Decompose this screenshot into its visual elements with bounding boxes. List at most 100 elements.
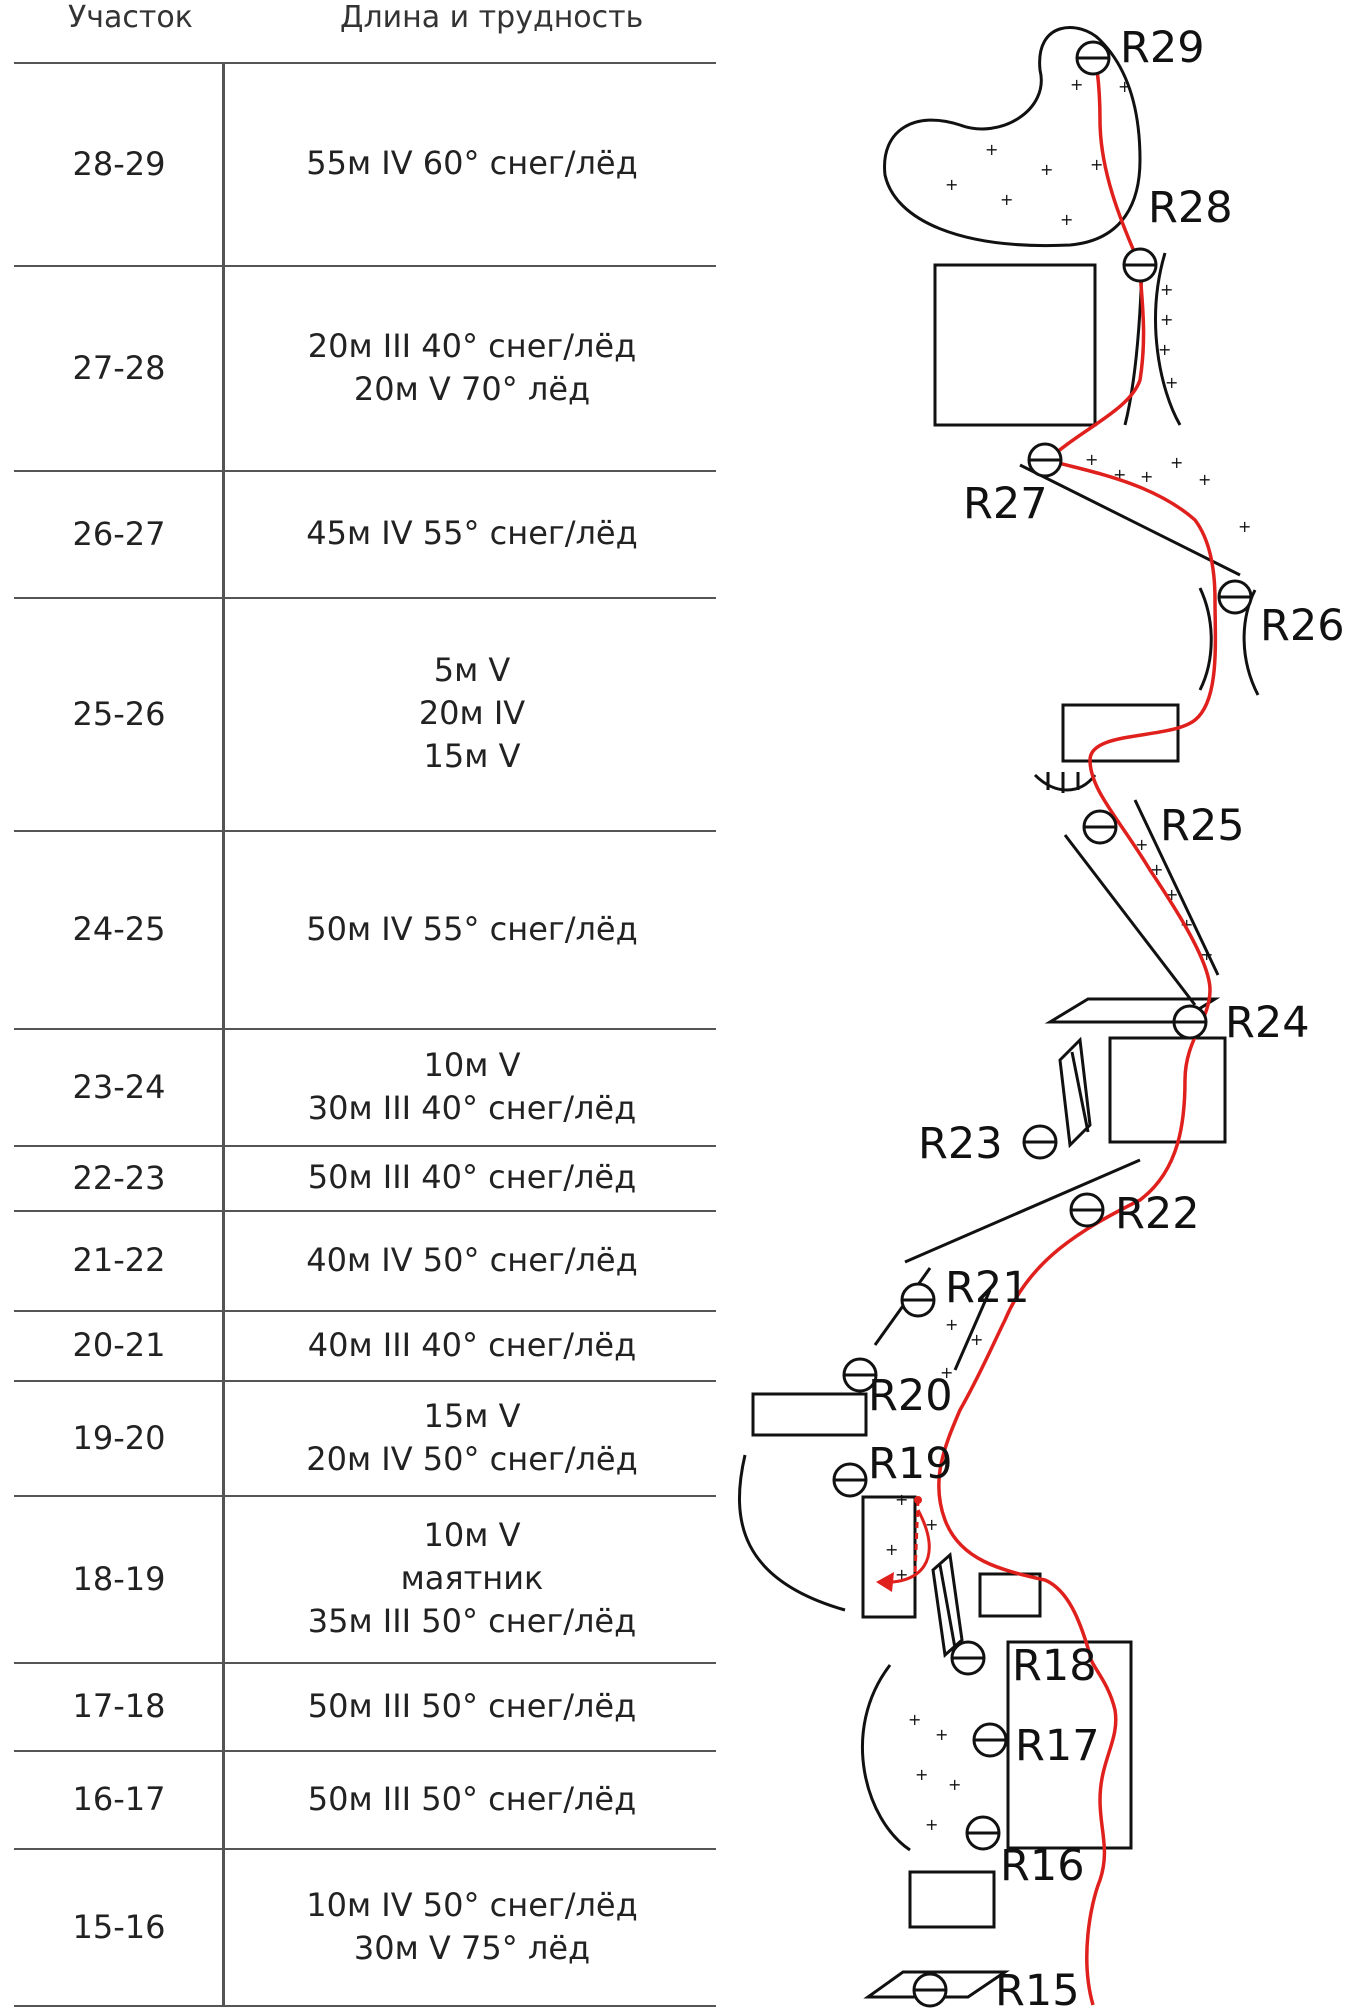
svg-text:+: + — [1070, 75, 1083, 94]
station-label: R27 — [963, 479, 1048, 529]
section-cell: 24-25 — [72, 910, 166, 948]
table-rule — [14, 1848, 716, 1850]
table-rule — [14, 1145, 716, 1147]
length-difficulty-cell: 50м IV 55° снег/лёд — [226, 830, 718, 1028]
length-difficulty-line: 20м V 70° лёд — [353, 369, 591, 408]
svg-text:+: + — [885, 1540, 898, 1559]
length-difficulty-line: 50м III 40° снег/лёд — [307, 1158, 637, 1196]
length-difficulty-line: 40м III 40° снег/лёд — [307, 1325, 637, 1364]
summit-snowfield-outline — [883, 26, 1142, 248]
length-difficulty-line: 10м IV 50° снег/лёд — [306, 1885, 638, 1924]
svg-text:+: + — [940, 1363, 953, 1382]
svg-text:+: + — [925, 1515, 938, 1534]
section-cell: 22-23 — [72, 1158, 166, 1197]
length-difficulty-cell: 50м III 40° снег/лёд — [226, 1145, 718, 1210]
snowfield-edge — [738, 1454, 846, 1612]
rock-block — [751, 1392, 868, 1437]
table-rule — [14, 1750, 716, 1752]
svg-text:+: + — [1085, 450, 1098, 469]
svg-text:+: + — [1000, 190, 1013, 209]
station-label: R19 — [868, 1439, 953, 1489]
dihedral — [931, 1552, 964, 1658]
section-cell: 26-27 — [72, 514, 166, 553]
station-label: R24 — [1225, 998, 1310, 1048]
table-rule — [14, 1662, 716, 1664]
section-cell: 20-21 — [72, 1326, 166, 1364]
rock-block — [1108, 1036, 1227, 1144]
svg-text:+: + — [1090, 155, 1103, 174]
length-difficulty-line: 15м V — [423, 1396, 521, 1435]
length-difficulty-cell: 45м IV 55° снег/лёд — [226, 470, 718, 597]
section-cell: 25-26 — [72, 694, 166, 733]
section-cell: 21-22 — [72, 1241, 166, 1279]
table-rule — [14, 1380, 716, 1382]
svg-text:+: + — [1060, 210, 1073, 229]
length-difficulty-cell: 50м III 50° снег/лёд — [226, 1662, 718, 1750]
station-label: R17 — [1015, 1721, 1100, 1771]
section-cell: 18-19 — [72, 1559, 166, 1598]
chimney-wall — [1198, 587, 1213, 691]
table-rule — [14, 1310, 716, 1312]
snow-marks: ++ +++ +++ ++++ +++ +++ +++ ++ +++ ++++ … — [885, 75, 1251, 1834]
svg-text:+: + — [1118, 77, 1131, 96]
section-cell: 15-16 — [72, 1907, 166, 1946]
section-cell: 19-20 — [72, 1418, 166, 1457]
table-rule — [14, 2005, 716, 2007]
rock-block — [908, 1870, 996, 1929]
svg-text:+: + — [908, 1710, 921, 1729]
svg-text:+: + — [948, 1775, 961, 1794]
length-difficulty-line: 30м III 40° снег/лёд — [307, 1088, 637, 1127]
length-difficulty-line: маятник — [400, 1559, 544, 1597]
header-section: Участок — [68, 0, 193, 35]
svg-text:+: + — [945, 1315, 958, 1334]
section-cell: 16-17 — [72, 1780, 166, 1818]
svg-text:+: + — [985, 140, 998, 159]
svg-text:+: + — [1170, 453, 1183, 472]
route-topo-diagram: ++ +++ +++ ++++ +++ +++ +++ ++ +++ ++++ … — [738, 23, 1345, 2013]
length-difficulty-cell: 55м IV 60° снег/лёд — [226, 62, 718, 265]
icicle-symbol — [1033, 773, 1097, 792]
length-difficulty-cell: 40м III 40° снег/лёд — [226, 1310, 718, 1380]
svg-text:+: + — [1160, 310, 1173, 329]
table-rule — [14, 597, 716, 599]
svg-text:+: + — [915, 1765, 928, 1784]
length-difficulty-line: 50м III 50° снег/лёд — [307, 1779, 637, 1818]
svg-text:+: + — [1160, 280, 1173, 299]
station-label: R26 — [1260, 601, 1345, 651]
station-label: R23 — [918, 1119, 1003, 1169]
svg-text:+: + — [1040, 160, 1053, 179]
station-label: R20 — [868, 1371, 953, 1421]
station-label: R25 — [1160, 801, 1245, 851]
length-difficulty-line: 40м IV 50° снег/лёд — [306, 1240, 638, 1279]
length-difficulty-line: 45м IV 55° снег/лёд — [306, 514, 638, 552]
table-rule — [14, 470, 716, 472]
length-difficulty-cell: 40м IV 50° снег/лёд — [226, 1210, 718, 1310]
column-divider — [222, 62, 225, 2007]
svg-text:+: + — [925, 1815, 938, 1834]
couloir-wall — [1063, 834, 1197, 1006]
section-cell: 23-24 — [72, 1067, 166, 1106]
length-difficulty-line: 50м III 50° снег/лёд — [307, 1686, 637, 1725]
rock-block — [1061, 703, 1180, 763]
svg-text:+: + — [1140, 467, 1153, 486]
length-difficulty-line: 5м V — [433, 651, 511, 689]
svg-text:+: + — [1165, 373, 1178, 392]
svg-text:+: + — [895, 1490, 908, 1509]
svg-text:+: + — [945, 175, 958, 194]
dihedral — [1058, 1036, 1092, 1149]
table-rule — [14, 830, 716, 832]
length-difficulty-line: 50м IV 55° снег/лёд — [306, 909, 638, 948]
svg-text:+: + — [1238, 517, 1251, 536]
rock-block — [933, 263, 1097, 427]
length-difficulty-cell: 50м III 50° снег/лёд — [226, 1750, 718, 1848]
station-label: R18 — [1012, 1641, 1097, 1691]
table-rule — [14, 62, 716, 64]
table-rule — [14, 1028, 716, 1030]
length-difficulty-line: 15м V — [423, 737, 521, 775]
ledge — [1044, 997, 1221, 1024]
